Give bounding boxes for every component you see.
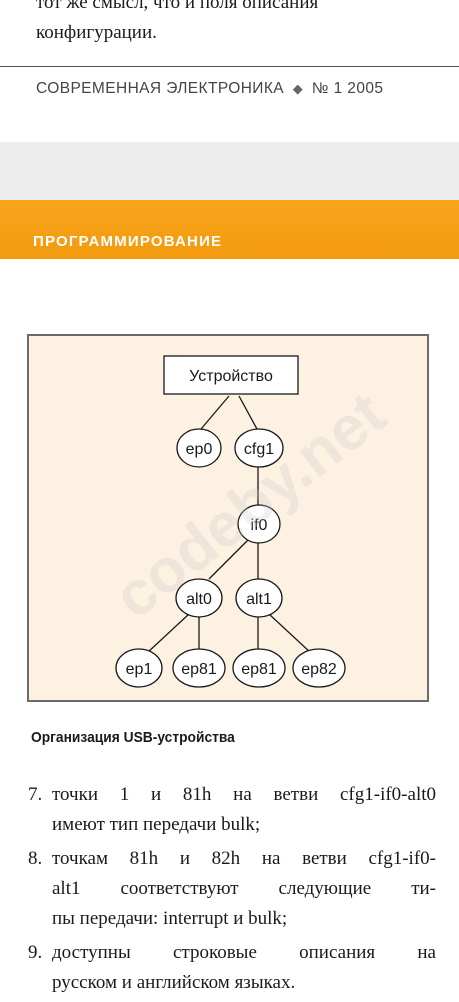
node-ep0: ep0 — [176, 428, 222, 468]
list-item: 8. точкам 81h и 82h на ветви cfg1-if0- a… — [28, 844, 436, 934]
magazine-header: СОВРЕМЕННАЯ ЭЛЕКТРОНИКА ◆ № 1 2005 — [36, 80, 383, 98]
usb-tree-diagram: Устройство ep0 cfg1 if0 alt0 alt1 ep1 e — [27, 334, 429, 702]
list-item-line: точкам 81h и 82h на ветви cfg1-if0- — [52, 848, 436, 869]
issue-number: № 1 2005 — [311, 80, 384, 97]
root-label: Устройство — [189, 368, 273, 385]
intro-line-2: конфигурации. — [36, 22, 157, 43]
edge-alt0-ep1 — [146, 613, 190, 654]
node-cfg1: cfg1 — [234, 428, 284, 468]
node-ep81-alt1-label: ep81 — [241, 661, 277, 678]
list-item-line: пы передачи: interrupt и bulk; — [52, 908, 288, 929]
numbered-list: 7. точки 1 и 81h на ветви cfg1-if0-alt0 … — [28, 780, 436, 1002]
list-item: 7. точки 1 и 81h на ветви cfg1-if0-alt0 … — [28, 780, 436, 840]
node-ep1: ep1 — [115, 648, 163, 688]
node-ep81-alt0-label: ep81 — [181, 661, 217, 678]
edge-root-cfg1 — [238, 395, 258, 430]
node-ep81-alt0: ep81 — [172, 648, 226, 688]
list-item-line: имеют тип передачи bulk; — [52, 814, 261, 835]
tree-svg: Устройство ep0 cfg1 if0 alt0 alt1 ep1 e — [115, 355, 346, 688]
edge-root-ep0 — [200, 395, 230, 430]
node-if0: if0 — [237, 504, 281, 544]
list-item-number: 9. — [28, 942, 43, 963]
node-alt1: alt1 — [235, 578, 283, 618]
magazine-title: СОВРЕМЕННАЯ ЭЛЕКТРОНИКА — [36, 80, 284, 97]
node-ep0-label: ep0 — [186, 441, 213, 458]
section-title: ПРОГРАММИРОВАНИЕ — [33, 233, 223, 250]
list-item-line: доступны строковые описания на — [52, 942, 436, 963]
node-if0-label: if0 — [251, 517, 268, 534]
section-banner: ПРОГРАММИРОВАНИЕ — [0, 200, 459, 259]
header-divider — [0, 66, 459, 67]
node-ep82: ep82 — [292, 648, 346, 688]
diamond-separator-icon: ◆ — [292, 81, 304, 96]
tree-edges — [146, 395, 312, 654]
node-ep82-label: ep82 — [301, 661, 337, 678]
node-alt0: alt0 — [175, 578, 223, 618]
list-item-line: точки 1 и 81h на ветви cfg1-if0-alt0 — [52, 784, 436, 805]
list-item-number: 8. — [28, 848, 43, 869]
node-cfg1-label: cfg1 — [244, 441, 274, 458]
list-item: 9. доступны строковые описания на русско… — [28, 938, 436, 998]
node-ep1-label: ep1 — [126, 661, 153, 678]
intro-text: тот же смысл, что и поля описания конфиг… — [36, 0, 446, 48]
node-alt1-label: alt1 — [246, 591, 272, 608]
intro-line-1: тот же смысл, что и поля описания — [36, 0, 319, 13]
figure-caption: Организация USB-устройства — [31, 729, 235, 746]
edge-alt1-ep82 — [268, 613, 312, 654]
list-item-line: alt1 соответствуют следующие ти- — [52, 878, 436, 899]
edge-if0-alt0 — [208, 538, 250, 580]
root-node: Устройство — [163, 355, 299, 395]
list-item-line: русском и английском языках. — [52, 972, 296, 993]
node-ep81-alt1: ep81 — [232, 648, 286, 688]
node-alt0-label: alt0 — [186, 591, 212, 608]
list-item-number: 7. — [28, 784, 43, 805]
gray-band — [0, 142, 459, 200]
